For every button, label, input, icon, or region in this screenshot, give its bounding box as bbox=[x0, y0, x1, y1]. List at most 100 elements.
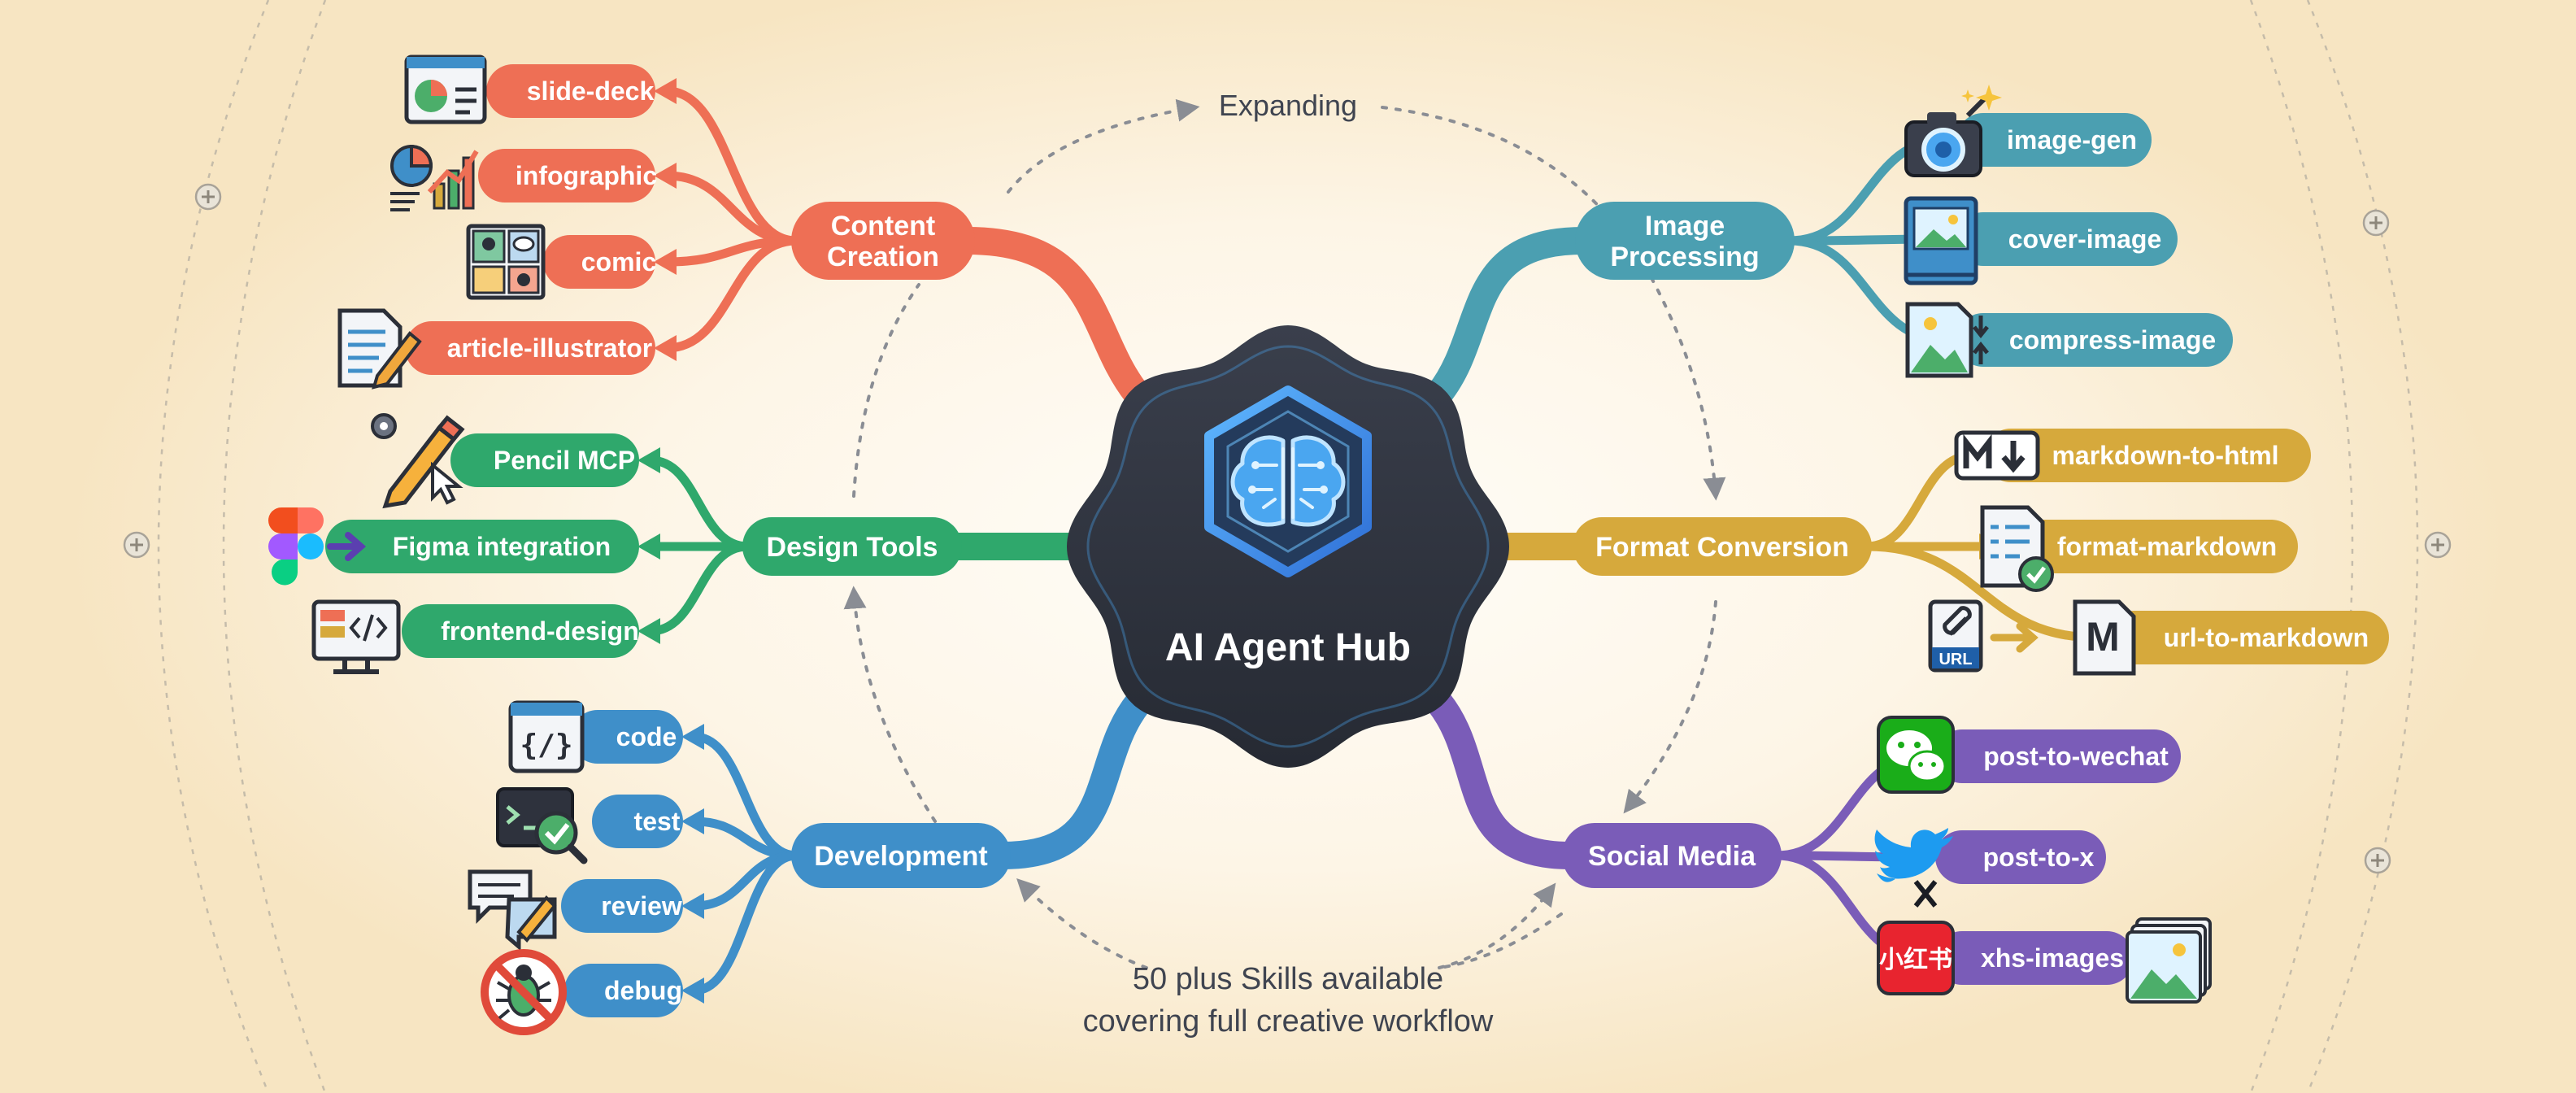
skill-pill-bg bbox=[486, 64, 655, 118]
skill-pill-bg bbox=[1956, 313, 2233, 367]
skill-label: format-markdown bbox=[2057, 532, 2277, 561]
skill-format-markdown[interactable]: format-markdown bbox=[2000, 520, 2298, 573]
skill-label: xhs-images bbox=[1981, 943, 2124, 973]
skill-pill-bg bbox=[450, 433, 639, 487]
category-format[interactable]: Format Conversion bbox=[1573, 517, 1872, 576]
category-pill-bg bbox=[1562, 823, 1782, 888]
skill-label: compress-image bbox=[2009, 325, 2216, 355]
category-label: Processing bbox=[1610, 242, 1759, 272]
category-label: Social Media bbox=[1588, 841, 1756, 872]
xiaohongshu-logo-icon: 小红书 bbox=[1877, 921, 1955, 995]
skill-url-to-markdown[interactable]: url-to-markdown bbox=[2108, 611, 2389, 664]
hub-glow-ring bbox=[1086, 345, 1490, 748]
skill-article-illustrator[interactable]: article-illustrator bbox=[405, 321, 655, 375]
skill-slide-deck[interactable]: slide-deck bbox=[486, 64, 655, 118]
plus-icon bbox=[194, 183, 222, 211]
comic-panels-icon bbox=[466, 224, 546, 300]
plus-icon bbox=[2364, 847, 2391, 874]
wechat-logo-icon bbox=[1877, 716, 1955, 794]
skill-label: post-to-wechat bbox=[1983, 742, 2169, 771]
skill-connector bbox=[662, 86, 801, 246]
svg-text:{/}: {/} bbox=[520, 729, 572, 762]
skill-label: Figma integration bbox=[393, 532, 611, 561]
arrow-head-icon bbox=[681, 724, 704, 750]
skill-frontend-design[interactable]: frontend-design bbox=[402, 604, 639, 658]
category-label: Image bbox=[1645, 211, 1725, 242]
skill-label: test bbox=[634, 807, 681, 836]
hub-label: AI Agent Hub bbox=[1165, 626, 1411, 669]
skill-infographic[interactable]: infographic bbox=[478, 149, 657, 202]
figma-logo-icon bbox=[268, 507, 367, 586]
skill-label: frontend-design bbox=[441, 616, 639, 646]
skill-debug[interactable]: debug bbox=[564, 964, 683, 1017]
skill-pill-bg bbox=[571, 710, 683, 764]
skills-count-note-line1: 50 plus Skills available bbox=[1133, 962, 1443, 996]
branch-image bbox=[1425, 227, 1597, 407]
category-pill-bg bbox=[1573, 517, 1872, 576]
code-window-icon: {/} bbox=[508, 700, 585, 773]
skill-markdown-to-html[interactable]: markdown-to-html bbox=[1984, 429, 2311, 482]
skill-pill-bg bbox=[325, 520, 639, 573]
ai-agent-hub[interactable]: AI Agent Hub bbox=[1067, 325, 1509, 768]
image-compress-icon bbox=[1905, 302, 1989, 378]
skill-review[interactable]: review bbox=[561, 879, 683, 933]
skill-label: post-to-x bbox=[1983, 843, 2095, 872]
skill-comic[interactable]: comic bbox=[543, 235, 656, 289]
skill-pill-bg bbox=[561, 879, 683, 933]
skill-code[interactable]: code bbox=[571, 710, 683, 764]
terminal-check-icon bbox=[496, 787, 588, 864]
checklist-doc-icon bbox=[1980, 505, 2054, 592]
skill-pill-bg bbox=[1935, 729, 2181, 783]
arrow-head-icon bbox=[681, 893, 704, 919]
arrow-head-icon bbox=[637, 533, 660, 560]
svg-text:小红书: 小红书 bbox=[1879, 946, 1952, 974]
skill-label: slide-deck bbox=[527, 76, 655, 106]
skill-label: article-illustrator bbox=[447, 333, 653, 363]
skill-xhs-images[interactable]: xhs-images bbox=[1935, 931, 2134, 985]
skill-label: debug bbox=[604, 976, 682, 1005]
category-label: Design Tools bbox=[767, 532, 938, 563]
chat-edit-icon bbox=[468, 869, 557, 951]
skill-pill-bg bbox=[1935, 830, 2106, 884]
skill-connector bbox=[690, 816, 801, 860]
skill-post-to-wechat[interactable]: post-to-wechat bbox=[1935, 729, 2181, 783]
arrow-head-icon bbox=[637, 447, 660, 473]
document-pencil-icon bbox=[337, 308, 422, 390]
svg-text:M: M bbox=[2086, 614, 2120, 660]
category-pill-bg bbox=[791, 202, 975, 280]
skill-pill-bg bbox=[1956, 113, 2152, 167]
skill-pill-bg bbox=[543, 235, 655, 289]
arrow-head-icon bbox=[654, 163, 677, 189]
category-label: Content bbox=[831, 211, 935, 242]
skill-compress-image[interactable]: compress-image bbox=[1956, 313, 2233, 367]
skill-post-to-x[interactable]: post-to-x bbox=[1935, 830, 2106, 884]
category-design[interactable]: Design Tools bbox=[742, 517, 962, 576]
skill-connector bbox=[662, 236, 801, 353]
infographic-icon bbox=[390, 144, 479, 211]
arrow-head-icon bbox=[654, 78, 677, 104]
skill-pill-bg bbox=[1984, 429, 2311, 482]
plus-icon bbox=[123, 531, 150, 559]
category-development[interactable]: Development bbox=[791, 823, 1011, 888]
skill-figma-integration[interactable]: Figma integration bbox=[325, 520, 639, 573]
plus-icon bbox=[2362, 209, 2390, 237]
skill-pill-bg bbox=[2000, 520, 2298, 573]
skill-label: Pencil MCP bbox=[494, 446, 635, 475]
branch-development bbox=[989, 689, 1152, 869]
skills-count-note-line2: covering full creative workflow bbox=[1083, 1004, 1494, 1039]
skill-pencil-mcp[interactable]: Pencil MCP bbox=[450, 433, 639, 487]
skill-label: review bbox=[601, 891, 682, 921]
skill-image-gen[interactable]: image-gen bbox=[1956, 113, 2152, 167]
pencil-gear-icon bbox=[371, 413, 465, 509]
skill-cover-image[interactable]: cover-image bbox=[1956, 212, 2178, 266]
arrow-head-icon bbox=[681, 978, 704, 1004]
monitor-code-icon bbox=[311, 599, 401, 674]
skill-test[interactable]: test bbox=[592, 795, 683, 848]
skill-connector bbox=[1862, 542, 2101, 642]
brain-icon bbox=[1204, 385, 1372, 577]
skill-pill-bg bbox=[1935, 931, 2134, 985]
category-social[interactable]: Social Media bbox=[1562, 823, 1782, 888]
